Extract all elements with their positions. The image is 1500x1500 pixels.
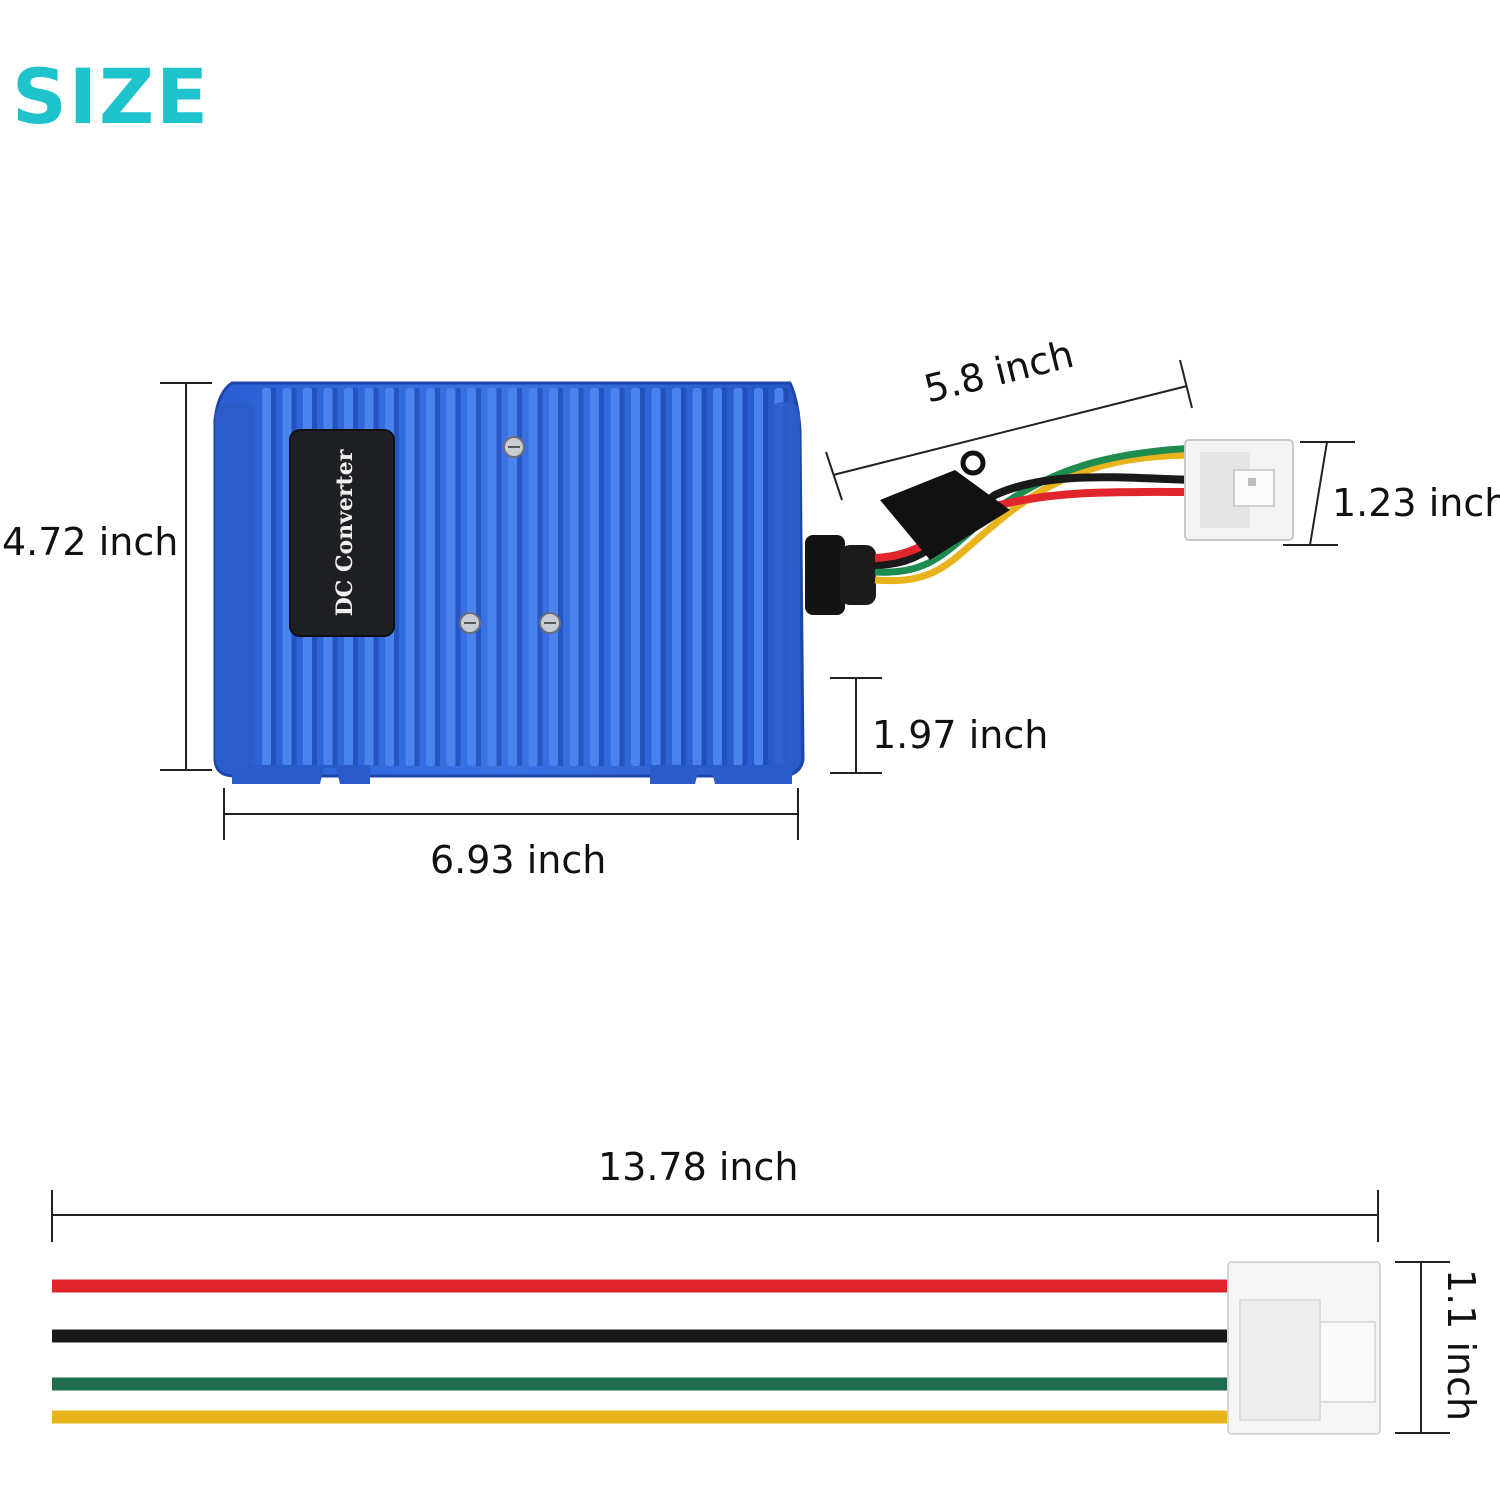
heatsink-groove [496, 388, 502, 766]
height-label: 4.72 inch [2, 520, 179, 564]
heatsink-fin [426, 388, 435, 766]
heatsink-groove [271, 388, 276, 766]
harness-connector-label: 1.1 inch [1439, 1269, 1483, 1421]
cable-assembly [805, 439, 1294, 615]
heatsink-groove [394, 388, 399, 766]
dimension-width [223, 788, 799, 840]
depth-label: 1.97 inch [872, 713, 1049, 757]
heatsink-groove [660, 388, 666, 766]
mounting-foot-right [650, 765, 792, 784]
heatsink-fin [651, 388, 661, 766]
fuse-holder [880, 470, 1010, 560]
screw-icon [539, 612, 561, 634]
page-title: SIZE [12, 52, 211, 141]
connector-label: 1.23 inch [1332, 481, 1500, 525]
harness-length-label: 13.78 inch [598, 1145, 799, 1189]
heatsink-groove [414, 388, 420, 766]
wire-harness [52, 1261, 1381, 1435]
heatsink-groove [476, 388, 481, 766]
heatsink-groove [640, 388, 645, 766]
heatsink-groove [722, 388, 727, 766]
side-ridge-right [770, 402, 800, 772]
heatsink-fin [590, 388, 599, 766]
heatsink-groove [537, 388, 543, 766]
cable-gland [805, 535, 845, 615]
heatsink-groove [742, 388, 748, 766]
heatsink-groove [435, 388, 440, 766]
heatsink-groove [619, 388, 625, 766]
heatsink-fin [733, 388, 743, 766]
side-ridge-left [215, 402, 255, 772]
heatsink-fin [405, 388, 415, 766]
heatsink-fin [487, 388, 497, 766]
heatsink-fin [528, 388, 538, 766]
heatsink-groove [763, 388, 768, 766]
converter-label: DC Converter [332, 449, 358, 616]
heatsink-fin [754, 388, 763, 766]
dimension-harness-length [51, 1190, 1379, 1242]
label-plate [289, 429, 395, 637]
heatsink-fin [262, 388, 271, 766]
heatsink-fin [549, 388, 558, 766]
screw-icon [459, 612, 481, 634]
screw-icon [503, 436, 525, 458]
dimension-connector [1283, 441, 1355, 546]
dc-converter: DC Converter [213, 381, 805, 784]
dimension-harness-connector [1395, 1261, 1450, 1434]
heatsink-fin [610, 388, 620, 766]
heatsink-fin [672, 388, 681, 766]
heatsink-fin [508, 388, 517, 766]
heatsink-groove [558, 388, 563, 766]
heatsink-fin [692, 388, 702, 766]
heatsink-fin [569, 388, 579, 766]
mounting-foot-left [232, 765, 370, 784]
heatsink-fin [713, 388, 722, 766]
dimension-cable-length [825, 359, 1193, 501]
heatsink-groove [578, 388, 584, 766]
dimension-height [160, 382, 212, 771]
heatsink-groove [455, 388, 461, 766]
heatsink-fin [446, 388, 456, 766]
heatsink-groove [599, 388, 604, 766]
heatsink-groove [701, 388, 707, 766]
width-label: 6.93 inch [430, 838, 607, 882]
wire-yellow [874, 451, 1196, 585]
heatsink-groove [681, 388, 686, 766]
dimension-depth [830, 677, 882, 774]
heatsink-fin [631, 388, 640, 766]
heatsink-groove [517, 388, 522, 766]
heatsink-fin [467, 388, 476, 766]
wire-black [874, 473, 1196, 569]
